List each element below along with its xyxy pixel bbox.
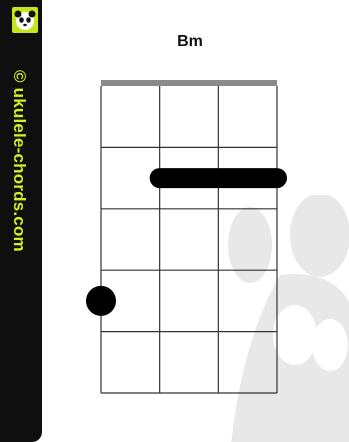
finger-dot [86,286,116,316]
nut [101,80,277,86]
